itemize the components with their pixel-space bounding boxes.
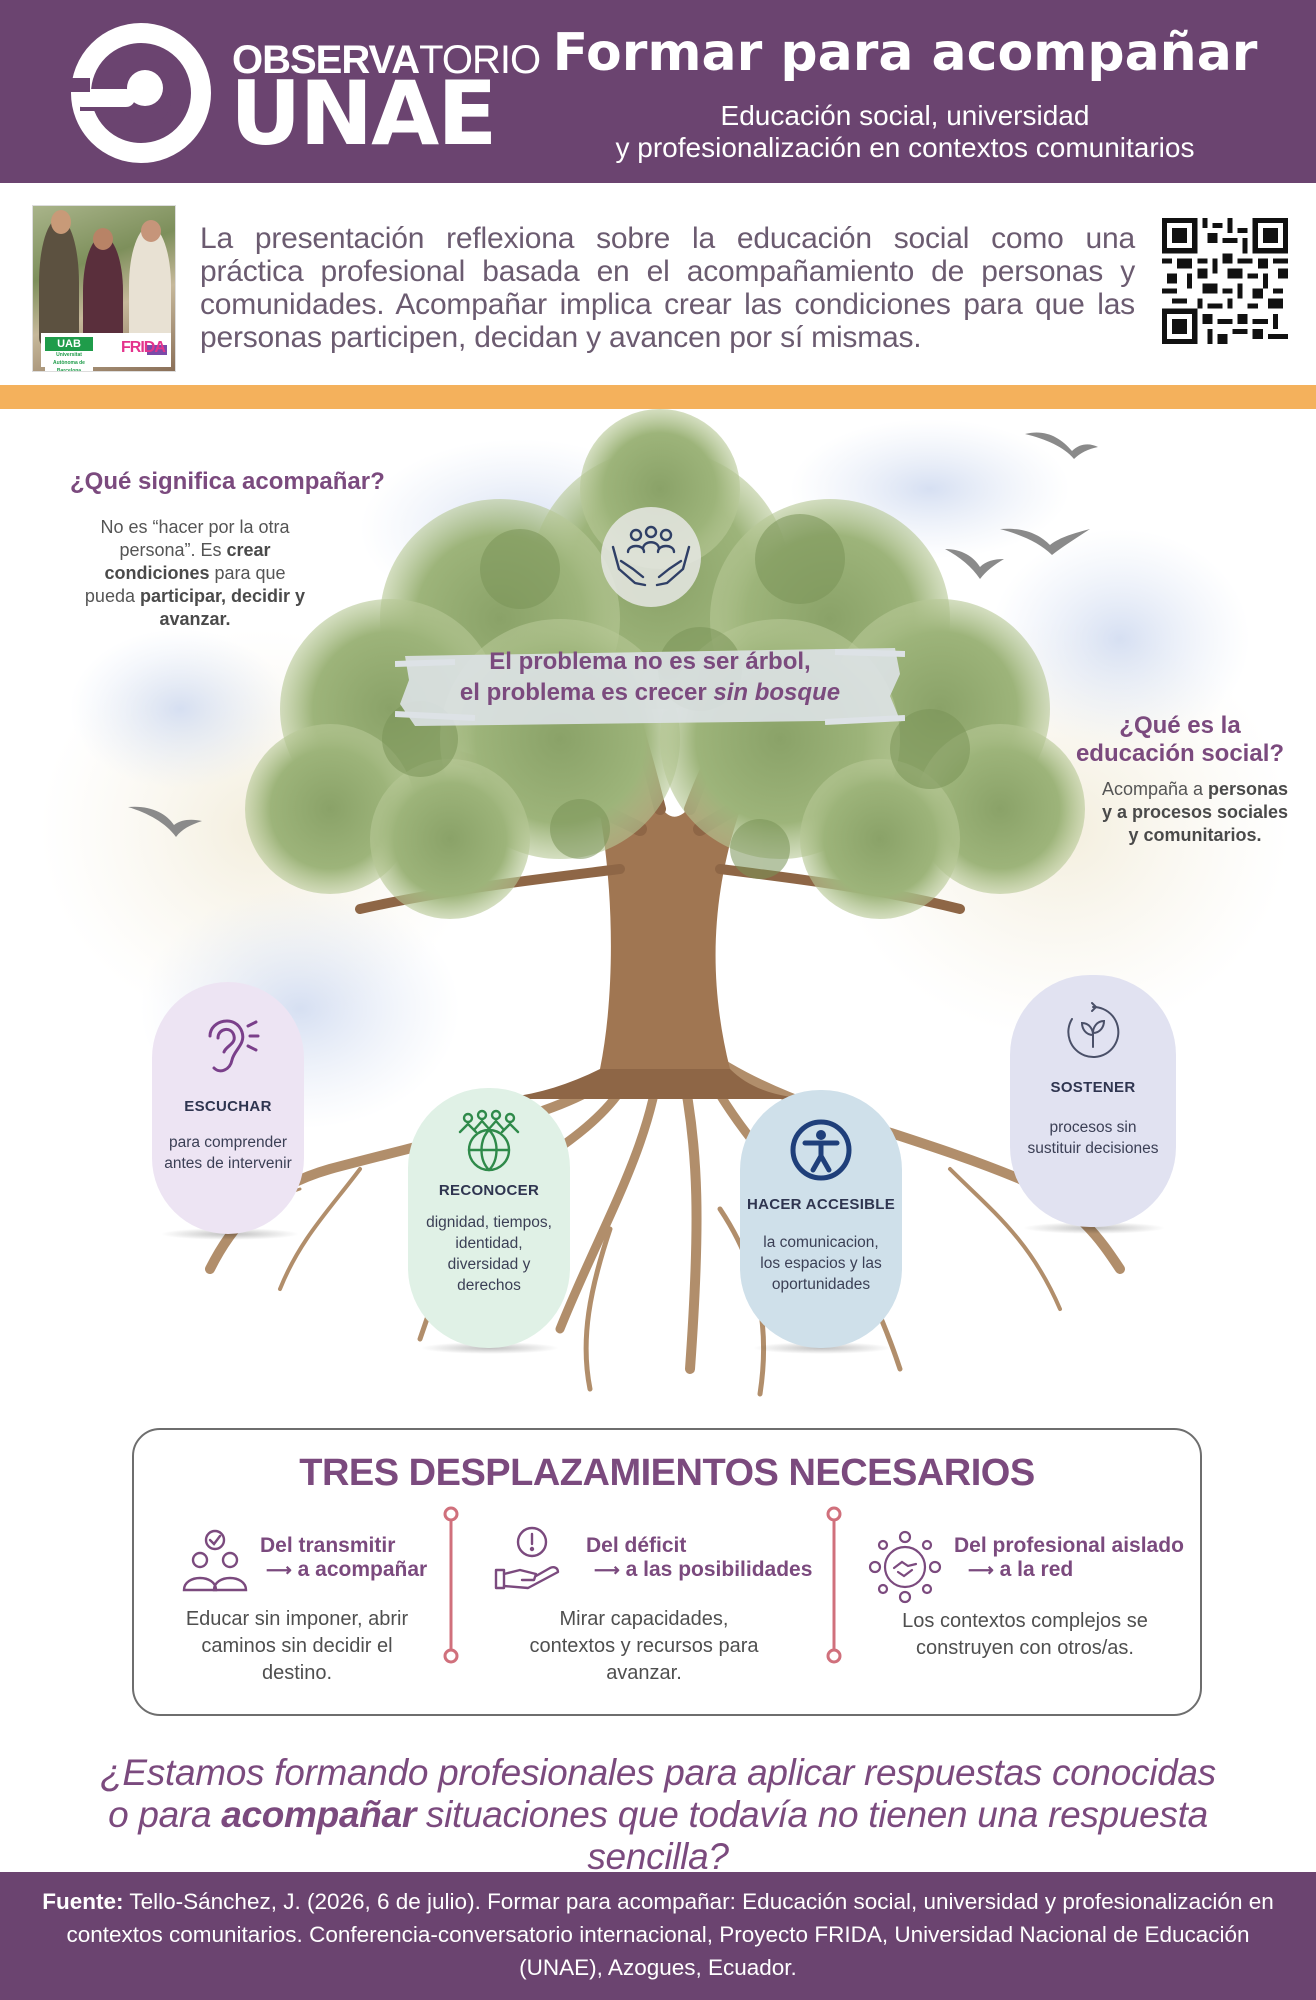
page-subtitle-line2: y profesionalización en contextos comuni…	[615, 132, 1195, 163]
displacement-2-head-line1: Del déficit	[586, 1534, 687, 1557]
pill-accesible-body: la comunicacion, los espacios y las opor…	[760, 1234, 882, 1293]
curved-arrow-icon: ⟶	[594, 1560, 620, 1580]
pill-shadow	[752, 1342, 892, 1354]
pill-escuchar-title: ESCUCHAR	[184, 1098, 272, 1115]
logo-wordmark-unae: UNAE	[230, 62, 497, 165]
pill-shadow	[1022, 1222, 1166, 1234]
photo-face	[141, 220, 161, 242]
pill-accesible: HACER ACCESIBLE la comunicacion, los esp…	[740, 1090, 902, 1348]
people-globe-icon	[458, 1109, 520, 1172]
displacement-1-head-line1: Del transmitir	[260, 1534, 396, 1557]
photo-person	[83, 236, 123, 346]
frida-logo: FRIDA	[121, 339, 167, 361]
closing-question-line1: ¿Estamos formando profesionales para apl…	[100, 1752, 1216, 1793]
photo-face	[51, 210, 71, 234]
accessibility-icon	[790, 1119, 852, 1181]
pill-shadow	[420, 1342, 560, 1354]
source-citation: Fuente: Tello-Sánchez, J. (2026, 6 de ju…	[42, 1889, 1274, 1980]
pill-accesible-title: HACER ACCESIBLE	[746, 1196, 896, 1213]
network-handshake-icon	[868, 1530, 942, 1604]
photo-face	[93, 228, 113, 250]
page-title: Formar para acompañar	[552, 23, 1258, 83]
tree-quote-line2: el problema es crecer sin bosque	[459, 679, 841, 706]
hand-alert-icon	[494, 1526, 560, 1590]
pill-reconocer-body: dignidad, tiempos, identidad, diversidad…	[426, 1214, 552, 1294]
pill-sostener-title: SOSTENER	[1050, 1079, 1136, 1096]
tree-quote-line1: El problema no es ser árbol,	[489, 648, 811, 675]
displacement-1-body: Educar sin imponer, abrir caminos sin de…	[185, 1608, 409, 1684]
question-social-education-body: Acompaña a personas y a procesos sociale…	[1101, 779, 1289, 845]
closing-question-line2: o para acompañar situaciones que todavía…	[108, 1794, 1208, 1877]
curved-arrow-icon: ⟶	[968, 1560, 994, 1580]
footer-banner	[0, 1872, 1316, 2000]
pill-reconocer: RECONOCER dignidad, tiempos, identidad, …	[408, 1088, 570, 1348]
question-social-education-title: ¿Qué es la educación social?	[1075, 712, 1285, 767]
qr-code-icon[interactable]	[1162, 218, 1288, 344]
photo-person	[39, 218, 79, 348]
ear-icon	[208, 1019, 260, 1073]
question-what-is-accompany-title: ¿Qué significa acompañar?	[70, 468, 385, 495]
separator-line	[826, 1506, 842, 1664]
hands-badge	[601, 507, 701, 607]
displacements-title: TRES DESPLAZAMIENTOS NECESARIOS	[299, 1452, 1035, 1494]
displacement-2-head-line2: ⟶ a las posibilidades	[594, 1558, 813, 1581]
observatorio-logo-icon	[70, 23, 211, 163]
pill-escuchar-body: para comprender antes de intervenir	[164, 1134, 292, 1172]
group-check-icon	[182, 1529, 248, 1592]
intro-paragraph: La presentación reflexiona sobre la educ…	[200, 222, 1135, 354]
community-hands-icon	[611, 525, 691, 587]
logo-wordmark-top: OBSERVATORIO	[232, 38, 541, 82]
page-subtitle-line1: Educación social, universidad	[720, 100, 1090, 131]
pill-sostener: SOSTENER procesos sin sustituir decision…	[1010, 975, 1176, 1227]
displacement-3-head-line1: Del profesional aislado	[954, 1534, 1184, 1557]
pill-sostener-body: procesos sin sustituir decisiones	[1027, 1119, 1159, 1157]
accent-divider	[0, 385, 1316, 409]
displacement-3-head-line2: ⟶ a la red	[968, 1558, 1074, 1581]
tree-quote: El problema no es ser árbol, el problema…	[395, 646, 905, 708]
curved-arrow-icon: ⟶	[266, 1560, 292, 1580]
pill-escuchar: ESCUCHAR para comprender antes de interv…	[152, 982, 304, 1234]
displacements-panel	[132, 1428, 1202, 1716]
displacement-3-body: Los contextos complejos se construyen co…	[902, 1610, 1148, 1659]
quote-brushstroke	[395, 648, 905, 726]
pill-shadow	[160, 1228, 300, 1240]
closing-question: ¿Estamos formando profesionales para apl…	[60, 1752, 1256, 1878]
pill-reconocer-title: RECONOCER	[438, 1182, 540, 1199]
separator-line	[443, 1506, 459, 1664]
header-banner	[0, 0, 1316, 183]
sprout-cycle-icon	[1067, 1002, 1120, 1058]
displacement-2-body: Mirar capacidades, contextos y recursos …	[529, 1608, 759, 1684]
displacement-1-head-line2: ⟶ a acompañar	[266, 1558, 428, 1581]
question-what-is-accompany-body: No es “hacer por la otra persona”. Es cr…	[84, 517, 306, 629]
photo-person	[129, 226, 171, 346]
